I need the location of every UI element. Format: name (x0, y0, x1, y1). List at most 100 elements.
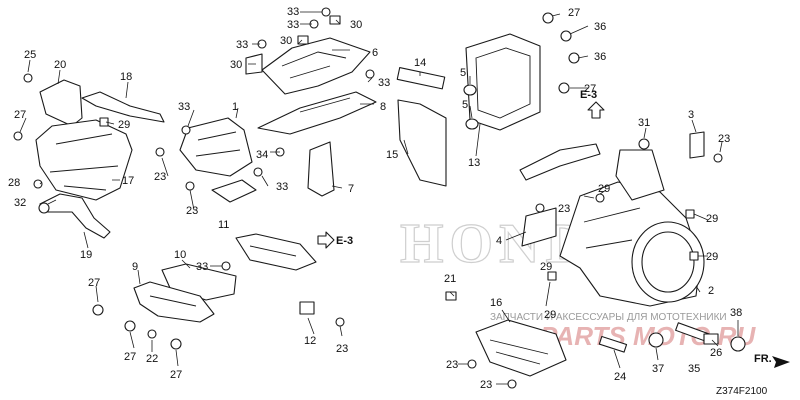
bolt-37 (648, 332, 664, 348)
callout: 27 (584, 83, 596, 95)
plate-11 (211, 179, 257, 203)
callout: 30 (350, 19, 362, 31)
callout: 27 (170, 369, 182, 381)
callout: 23 (186, 205, 198, 217)
callout: 25 (24, 49, 36, 61)
plate-8 (257, 91, 377, 135)
section-ref-right: E-3 (580, 89, 605, 119)
callout: 21 (444, 273, 456, 285)
callout: 13 (468, 157, 480, 169)
callout: 5 (460, 67, 466, 79)
front-direction-label: FR. (754, 353, 772, 365)
callout: 32 (14, 197, 26, 209)
bolt-24 (598, 335, 628, 353)
stud-bar-ref (519, 143, 601, 181)
callout: 27 (88, 277, 100, 289)
callout: 23 (336, 343, 348, 355)
callouts: 33 33 30 30 33 30 6 33 8 7 34 33 11 1 33… (8, 6, 742, 391)
shop-watermark: ЗАПЧАСТИ И АКСЕССУАРЫ ДЛЯ МОТОТЕХНИКИ (490, 312, 727, 323)
callout: 29 (544, 309, 556, 321)
diagram-code: Z374F2100 (716, 386, 768, 397)
front-arrow-icon (772, 356, 790, 368)
callout: 27 (14, 109, 26, 121)
bracket-7 (307, 141, 335, 197)
callout: 30 (230, 59, 242, 71)
callout: 1 (232, 101, 238, 113)
upper-cover-assembly (179, 37, 377, 203)
callout: 22 (146, 353, 158, 365)
callout: 29 (706, 213, 718, 225)
callout: 37 (652, 363, 664, 375)
section-ref-left: E-3 (317, 231, 353, 249)
callout: 27 (124, 351, 136, 363)
callout: 24 (614, 371, 626, 383)
callout: 7 (348, 183, 354, 195)
leader-lines (19, 11, 739, 385)
callout: 23 (718, 133, 730, 145)
callout: 19 (80, 249, 92, 261)
callout: 14 (414, 57, 426, 69)
cover-1 (179, 117, 253, 177)
fan-cover-assembly (445, 131, 723, 307)
callout: 18 (120, 71, 132, 83)
callout: 33 (287, 19, 299, 31)
callout: 29 (118, 119, 130, 131)
callout: 29 (540, 261, 552, 273)
lower-left-assembly (92, 233, 345, 350)
callout: 36 (594, 21, 606, 33)
callout: 10 (174, 249, 186, 261)
lower-right-assembly (467, 319, 746, 389)
callout: 29 (598, 183, 610, 195)
callout: 31 (638, 117, 650, 129)
collar-26 (703, 333, 719, 345)
callout: 16 (490, 297, 502, 309)
cover-3 (689, 131, 705, 159)
callout: 34 (256, 149, 268, 161)
callout: 33 (178, 101, 190, 113)
callout: 23 (480, 379, 492, 391)
callout: 28 (8, 177, 20, 189)
cover-20 (39, 79, 83, 127)
callout: 33 (236, 39, 248, 51)
callout: 33 (287, 6, 299, 18)
seal-14 (396, 67, 446, 90)
callout: 12 (304, 335, 316, 347)
cap-38 (730, 336, 746, 352)
callout: 33 (196, 261, 208, 273)
front-direction-indicator: FR. (754, 353, 790, 368)
callout: 38 (730, 307, 742, 319)
bracket-19 (39, 193, 111, 239)
callout: 30 (280, 35, 292, 47)
callout: 17 (122, 175, 134, 187)
left-assembly (13, 73, 165, 239)
callout: 26 (710, 347, 722, 359)
callout: 11 (218, 219, 229, 231)
callout: 6 (372, 47, 378, 59)
guard-16 (475, 319, 567, 377)
callout: 33 (378, 77, 390, 89)
seal-15 (397, 99, 447, 187)
callout: 23 (558, 203, 570, 215)
callout: 15 (386, 149, 398, 161)
shroud-17 (35, 119, 133, 201)
bracket-4 (521, 207, 557, 247)
callout: 23 (446, 359, 458, 371)
stay-18 (81, 91, 165, 123)
callout: 9 (132, 261, 138, 273)
middle-assembly (396, 12, 580, 187)
callout: 8 (380, 101, 386, 113)
label-12 (299, 301, 315, 315)
shop-logo-watermark: PARTS MOTO RU (540, 321, 756, 351)
callout: 4 (496, 235, 502, 247)
fasteners-upper (155, 7, 375, 191)
callout: 36 (594, 51, 606, 63)
section-ref-label: E-3 (336, 235, 353, 247)
callout: 27 (568, 7, 580, 19)
callout: 20 (54, 59, 66, 71)
section-ref-label: E-3 (580, 89, 597, 101)
callout: 3 (688, 109, 694, 121)
bracket-9 (133, 281, 215, 323)
callout: 5 (462, 99, 468, 111)
callout: 29 (706, 251, 718, 263)
